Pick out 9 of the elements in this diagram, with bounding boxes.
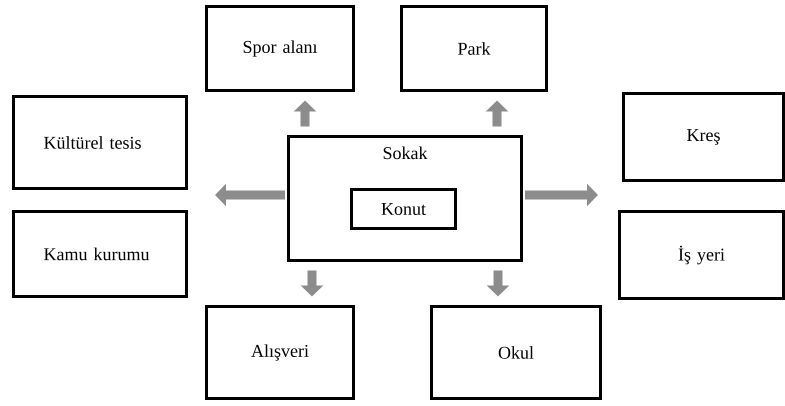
inner-box: Konut xyxy=(350,188,457,230)
place-box: Park xyxy=(400,5,548,92)
place-box: Kreş xyxy=(622,92,785,182)
place-box: Kamu kurumu xyxy=(12,210,188,298)
place-box: Spor alanı xyxy=(205,5,355,92)
place-box: Alışveri xyxy=(205,305,355,400)
place-box: Okul xyxy=(430,305,602,400)
place-box: İş yeri xyxy=(618,210,785,300)
place-box: Kültürel tesis xyxy=(12,95,188,190)
